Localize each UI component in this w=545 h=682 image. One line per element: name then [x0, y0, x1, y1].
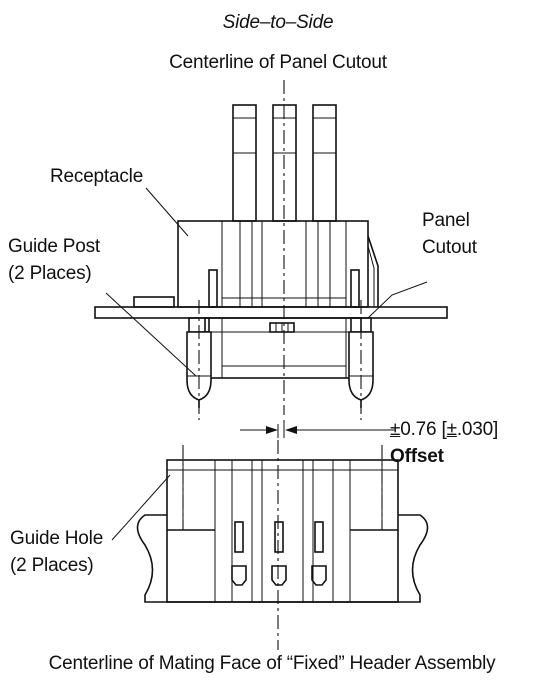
panel — [94, 306, 448, 319]
plus-minus-symbol: ± — [390, 419, 401, 440]
guide-hole-places-label: (2 Places) — [10, 555, 94, 576]
view-title: Side–to–Side — [222, 12, 334, 33]
bracket-close: ] — [493, 419, 499, 440]
receptacle-body — [133, 220, 379, 308]
wire-post-left — [232, 104, 257, 222]
offset-metric: 0.76 — [400, 419, 437, 440]
offset-dimension — [240, 420, 395, 438]
offset-dimension-value: ±0.76 [±.030] — [390, 419, 498, 441]
receptacle-label: Receptacle — [50, 166, 144, 187]
guide-post-label: Guide Post — [8, 236, 100, 257]
receptacle-lower-body — [204, 317, 362, 379]
guide-hole-label: Guide Hole — [10, 528, 104, 549]
wire-post-right — [312, 104, 337, 222]
offset-label: Offset — [390, 446, 444, 467]
cutout-label: Cutout — [422, 237, 477, 258]
guide-post-places-label: (2 Places) — [8, 263, 92, 284]
top-centerline-label: Centerline of Panel Cutout — [169, 52, 387, 73]
plus-minus-symbol-imperial: ± — [446, 419, 457, 440]
bottom-centerline-label: Centerline of Mating Face of “Fixed” Hea… — [48, 653, 496, 674]
leader-lines — [105, 187, 428, 541]
offset-imperial: .030 — [456, 419, 494, 440]
panel-label: Panel — [422, 210, 470, 231]
bracket-open: [ — [441, 419, 447, 440]
fixed-header — [136, 440, 429, 650]
